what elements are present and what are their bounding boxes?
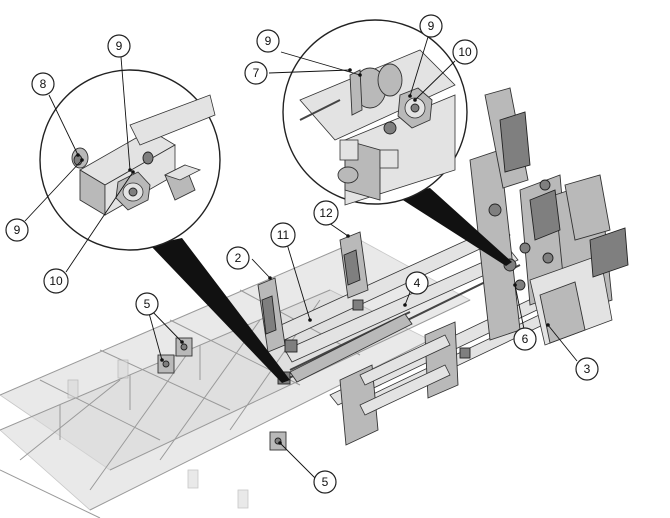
callout-label: 8 <box>40 77 47 91</box>
callout-label: 9 <box>265 34 272 48</box>
callout-5-b: 5 <box>313 470 337 494</box>
callout-label: 9 <box>428 19 435 33</box>
detail-pointer-left <box>150 238 290 383</box>
callout-label: 7 <box>253 66 260 80</box>
callout-11: 11 <box>270 222 296 248</box>
callout-label: 10 <box>49 274 63 288</box>
callout-label: 6 <box>522 332 529 346</box>
callout-10-a: 10 <box>43 268 69 294</box>
leader-lines <box>24 36 578 479</box>
callout-5-a: 5 <box>135 292 159 316</box>
callout-label: 2 <box>235 251 242 265</box>
callout-label: 5 <box>322 475 329 489</box>
callout-8: 8 <box>31 72 55 96</box>
callout-4: 4 <box>405 271 429 295</box>
callout-9-c: 9 <box>256 29 280 53</box>
callout-12: 12 <box>313 200 339 226</box>
head-assembly <box>469 87 629 346</box>
callout-10-b: 10 <box>452 39 478 65</box>
callout-label: 5 <box>144 297 151 311</box>
callout-3: 3 <box>575 357 599 381</box>
callout-9-d: 9 <box>419 14 443 38</box>
callout-label: 10 <box>458 45 472 59</box>
callout-label: 11 <box>277 228 290 242</box>
callout-9-b: 9 <box>5 218 29 242</box>
detail-view-right <box>282 19 468 206</box>
callout-6: 6 <box>513 327 537 351</box>
callout-label: 9 <box>116 39 123 53</box>
detail-pointer-right <box>395 188 512 266</box>
callout-label: 4 <box>414 276 421 290</box>
detail-view-left <box>39 69 221 251</box>
callout-label: 3 <box>584 362 591 376</box>
callout-label: 12 <box>319 206 333 220</box>
callout-label: 9 <box>14 223 21 237</box>
callout-9-a: 9 <box>107 34 131 58</box>
callout-7: 7 <box>244 61 268 85</box>
callout-2: 2 <box>226 246 250 270</box>
